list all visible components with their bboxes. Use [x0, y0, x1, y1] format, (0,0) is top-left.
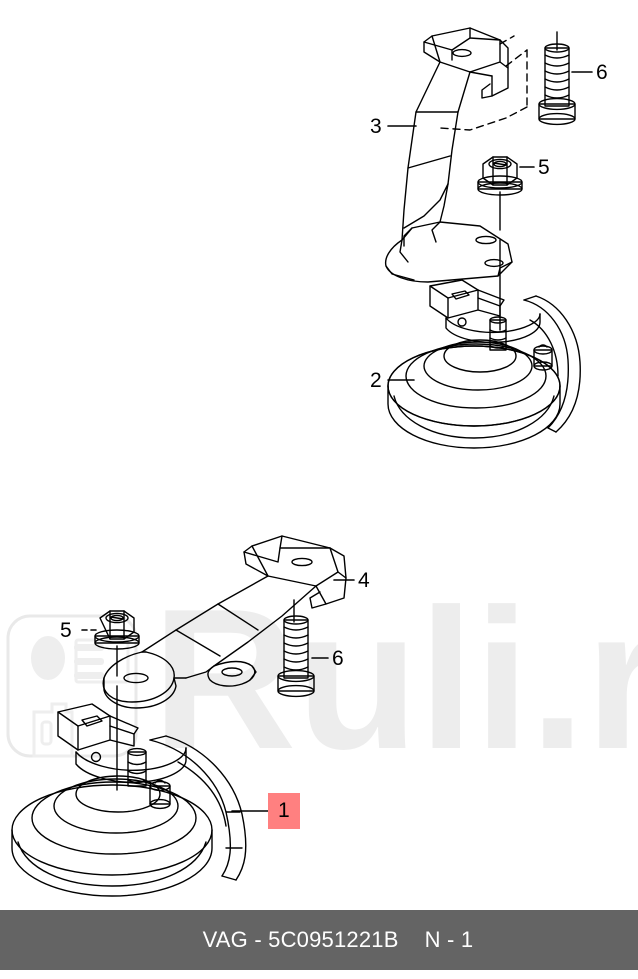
upper-assembly: [384, 27, 581, 449]
hex-flange-bolt-lower: [277, 599, 315, 698]
mounting-bracket-lower: [102, 535, 347, 709]
callout-3: 3: [370, 115, 382, 138]
callout-5-upper: 5: [538, 156, 550, 179]
horn-high-tone: [387, 279, 581, 449]
footer-manufacturer: VAG: [202, 927, 248, 952]
callout-6-lower: 6: [332, 647, 344, 670]
callout-2: 2: [370, 369, 382, 392]
leader-lines: [81, 71, 593, 812]
mounting-bracket-upper: [384, 27, 513, 283]
diagram-layer: [11, 27, 593, 897]
footer-part-number: 5C0951221B: [268, 927, 399, 952]
footer-separator: -: [254, 927, 262, 952]
callout-6-upper: 6: [596, 61, 608, 84]
callout-1-highlighted: 1: [268, 793, 300, 829]
callout-4: 4: [358, 569, 370, 592]
footer-sheet-code: N - 1: [424, 927, 474, 952]
assembly-path-upper: [439, 35, 528, 131]
footer-part-label: VAG - 5C0951221B N - 1: [165, 901, 474, 979]
hex-flange-nut-upper: [477, 156, 523, 331]
horn-low-tone: [11, 703, 247, 897]
footer-bar: VAG - 5C0951221B N - 1: [0, 910, 638, 970]
hex-flange-bolt-upper: [538, 31, 576, 126]
callout-5-lower: 5: [60, 619, 72, 642]
lower-assembly: [11, 535, 347, 897]
